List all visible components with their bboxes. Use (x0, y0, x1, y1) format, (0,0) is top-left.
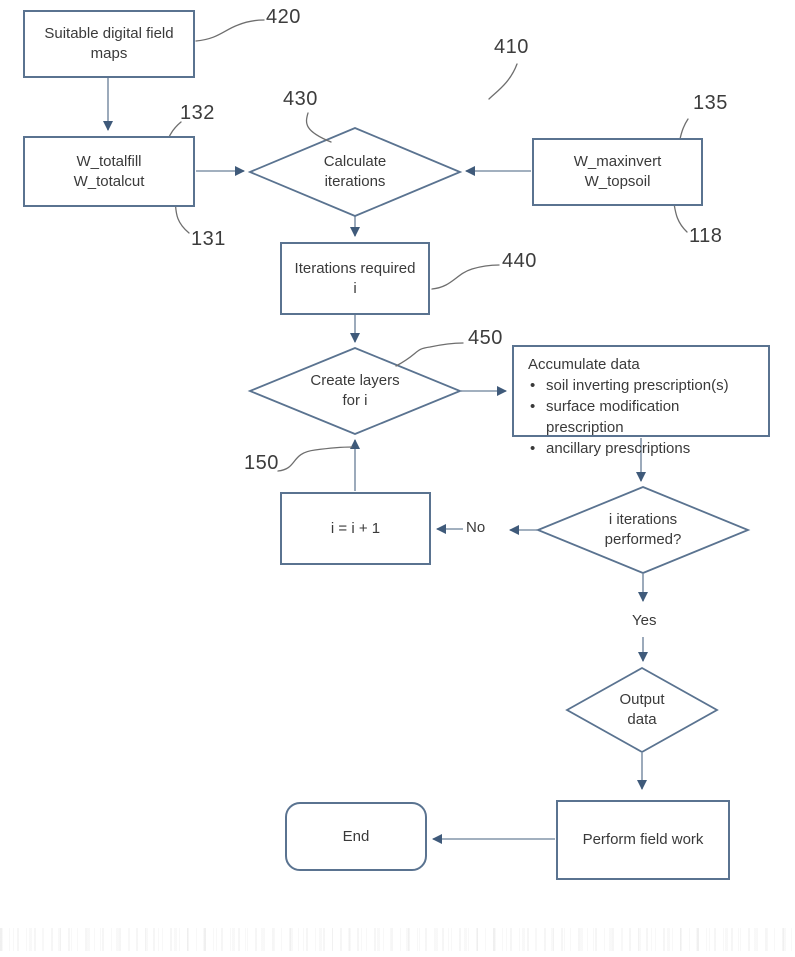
w-totalcut-label: W_totalcut (73, 172, 145, 190)
ref-150: 150 (244, 452, 279, 474)
iterations-performed-diamond (535, 486, 751, 574)
weights-left-box: W_totalfill W_totalcut (23, 136, 195, 207)
accumulate-bullet-1: • soil inverting prescription(s) (528, 375, 729, 396)
no-edge-label: No (463, 519, 489, 536)
leader-430 (305, 112, 332, 143)
leader-410 (488, 63, 518, 100)
w-topsoil-label: W_topsoil (584, 173, 651, 190)
leader-450 (395, 342, 464, 367)
create-layers-label: Create layers for i (280, 371, 430, 411)
ref-430: 430 (283, 88, 318, 110)
iterations-performed-line2: performed? (604, 531, 682, 548)
ref-131: 131 (191, 228, 226, 250)
bullet-icon: • (530, 398, 536, 415)
accumulate-title: Accumulate data (528, 356, 640, 373)
maps-box-line2: maps (90, 45, 128, 62)
iterations-performed-label: i iterations performed? (568, 510, 718, 550)
perform-field-work-label: Perform field work (582, 831, 704, 848)
ref-440: 440 (502, 250, 537, 272)
iterations-required-box: Iterations required i (280, 242, 430, 315)
accumulate-bullet-1-text: soil inverting prescription(s) (546, 377, 729, 394)
ref-410: 410 (494, 36, 529, 58)
ref-118: 118 (689, 225, 723, 247)
bullet-icon: • (530, 377, 536, 394)
calc-iterations-line2: iterations (324, 173, 386, 190)
increment-label: i = i + 1 (330, 519, 381, 537)
calc-iterations-label: Calculate iterations (280, 152, 430, 192)
accumulate-bullet-2-text: surface modification prescription (546, 398, 680, 436)
perform-field-work-box: Perform field work (556, 800, 730, 880)
increment-box: i = i + 1 (280, 492, 431, 565)
end-label: End (342, 827, 370, 845)
yes-edge-label: Yes (629, 612, 660, 629)
w-maxinvert-label: W_maxinvert (573, 153, 662, 170)
scan-artifact-strip (0, 928, 795, 951)
create-layers-line2: for i (342, 392, 368, 409)
w-totalfill-label: W_totalfill (76, 152, 142, 170)
weights-right-box: W_maxinvert W_topsoil (532, 138, 703, 206)
create-layers-diamond (247, 347, 463, 435)
output-data-label: Output data (567, 690, 717, 730)
accumulate-bullet-3-text: ancillary prescriptions (546, 440, 691, 457)
maps-box-line1: Suitable digital field (44, 25, 174, 42)
iterations-required-line2: i (353, 279, 357, 297)
leader-420 (195, 19, 265, 42)
create-layers-line1: Create layers (310, 372, 400, 389)
iterations-required-line1: Iterations required (294, 259, 416, 277)
bullet-icon: • (530, 440, 536, 457)
output-data-line1: Output (619, 691, 665, 708)
iterations-performed-line1: i iterations (608, 511, 678, 528)
ref-132: 132 (180, 102, 215, 124)
ref-135: 135 (693, 92, 728, 114)
calc-iterations-diamond (247, 127, 463, 217)
ref-450: 450 (468, 327, 503, 349)
accumulate-bullet-3: • ancillary prescriptions (528, 438, 690, 459)
leader-440 (431, 264, 500, 290)
output-data-line2: data (627, 711, 657, 728)
accumulate-bullet-2: • surface modification prescription (528, 396, 760, 438)
leader-150 (277, 446, 353, 472)
accumulate-data-box: Accumulate data • soil inverting prescri… (512, 345, 770, 457)
calc-iterations-line1: Calculate (323, 153, 387, 170)
maps-box: Suitable digital field maps (23, 10, 195, 78)
ref-420: 420 (266, 6, 301, 28)
end-box: End (285, 802, 427, 871)
output-data-diamond (565, 666, 719, 754)
